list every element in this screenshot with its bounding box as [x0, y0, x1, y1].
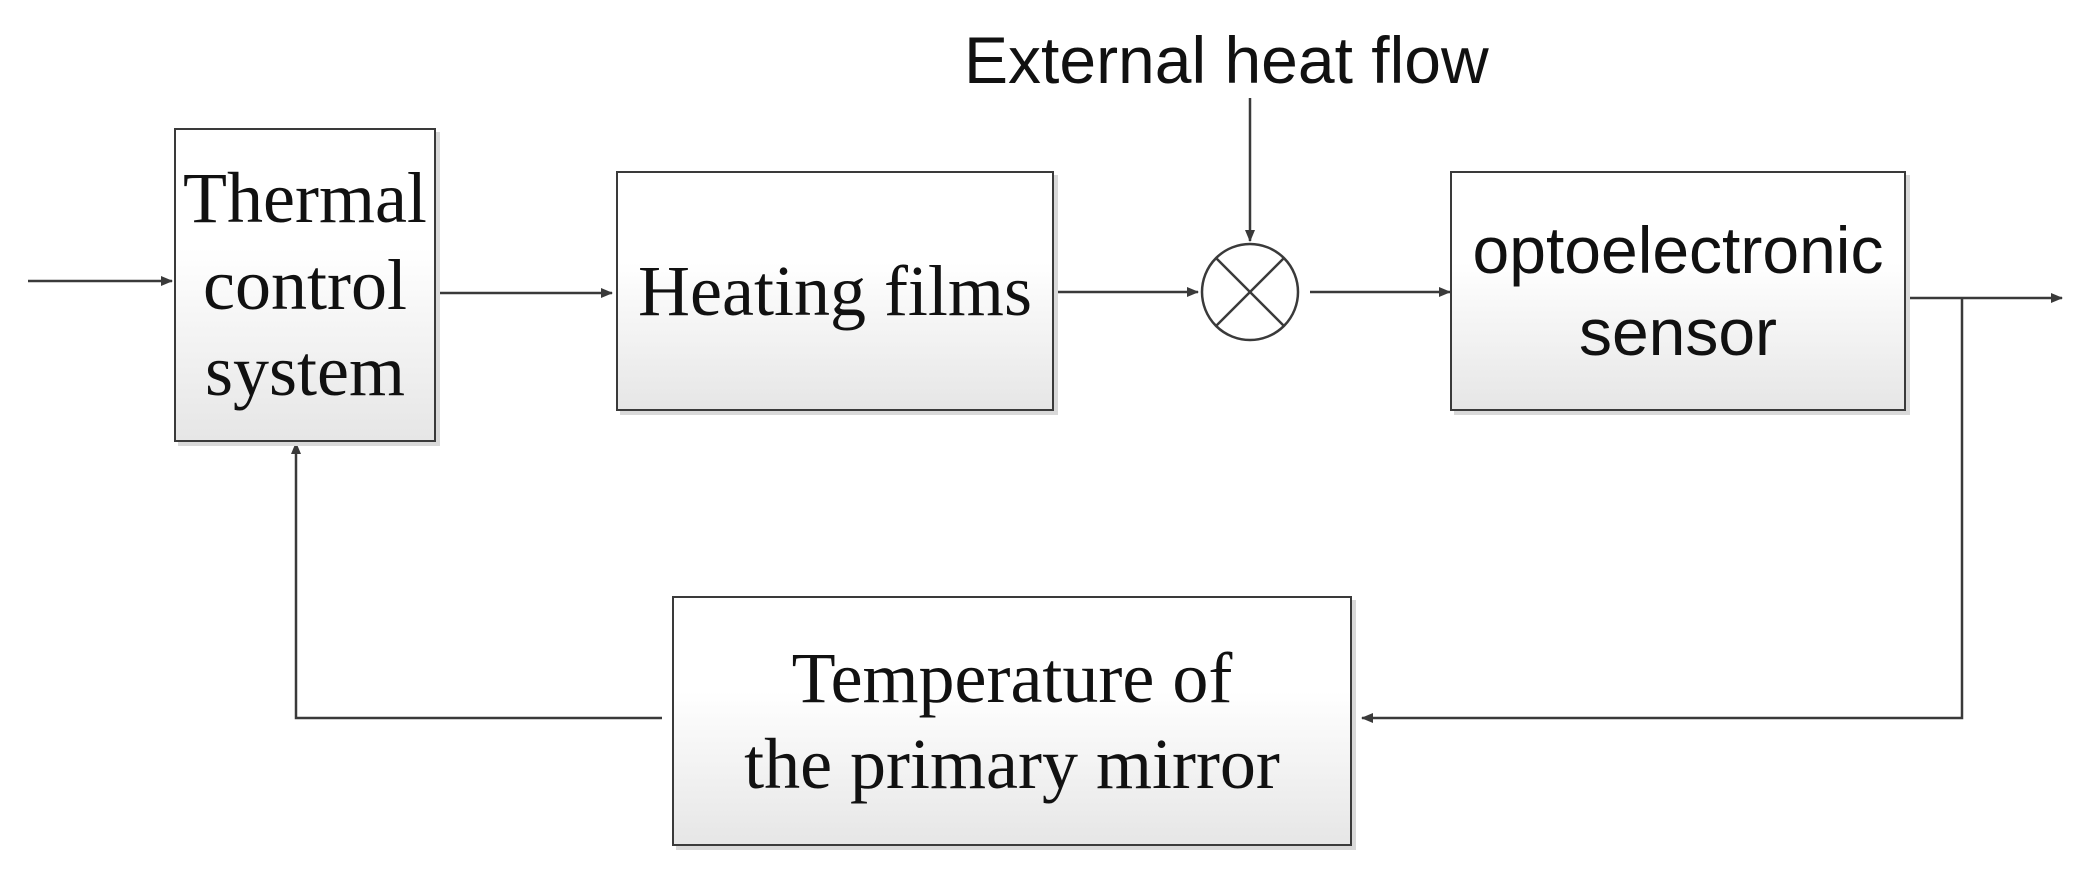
thermal-control-system-label: Thermal control system: [183, 158, 427, 412]
heating-films-block: Heating films: [616, 171, 1054, 411]
feedback-path-right: [1361, 298, 1964, 723]
optoelectronic-sensor-label: optoelectronic sensor: [1472, 212, 1884, 370]
primary-mirror-temperature-label: Temperature of the primary mirror: [744, 637, 1280, 804]
thermal-control-system-block: Thermal control system: [174, 128, 436, 442]
external-heat-flow-label: External heat flow: [964, 23, 1489, 97]
optoelectronic-sensor-block: optoelectronic sensor: [1450, 171, 1906, 411]
feedback-path-left: [291, 442, 662, 720]
primary-mirror-temperature-block: Temperature of the primary mirror: [672, 596, 1352, 846]
heating-films-label: Heating films: [638, 250, 1032, 331]
summing-junction: [1200, 242, 1300, 342]
